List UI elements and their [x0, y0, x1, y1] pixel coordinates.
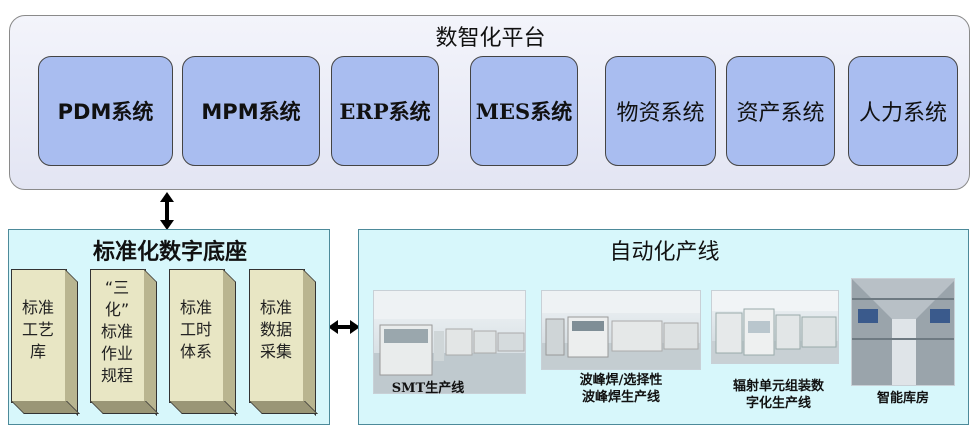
- system-mes: MES系统: [470, 56, 578, 166]
- standard-box-label: 标准 工时 体系: [179, 298, 212, 361]
- standard-box-work-hours: 标准 工时 体系: [169, 269, 238, 417]
- system-assets: 资产系统: [726, 56, 835, 166]
- system-pdm: PDM系统: [38, 56, 173, 166]
- smart-warehouse-caption: 智能库房: [876, 391, 929, 406]
- system-erp: ERP系统: [331, 56, 439, 166]
- radiation-unit-line-photo: [711, 290, 839, 364]
- digital-platform-panel: 数智化平台 PDM系统 MPM系统 ERP系统 MES系统 物资系统 资产系统 …: [9, 15, 970, 190]
- standard-box-label: “三 化” 标准 作业 规程: [100, 278, 133, 385]
- radiation-unit-line-caption: 辐射单元组装数 字化生产线: [732, 379, 824, 411]
- production-lines-panel: 自动化产线 SMT生产线 波峰焊/选择性 波峰焊生产线: [358, 229, 969, 425]
- platform-title: 数智化平台: [435, 26, 546, 51]
- production-lines-title: 自动化产线: [609, 240, 720, 265]
- standard-box-operating-procedures: “三 化” 标准 作业 规程: [90, 269, 159, 417]
- system-materials: 物资系统: [605, 56, 716, 166]
- smart-warehouse-photo: [851, 278, 955, 386]
- smt-line-caption: SMT生产线: [391, 381, 465, 396]
- digital-base-panel: 标准化数字底座 标准 工艺 库 “三 化” 标准 作业 规程 标准 工时 体系 …: [8, 229, 330, 425]
- system-hr: 人力系统: [848, 56, 958, 166]
- wave-soldering-line-photo: [541, 290, 701, 370]
- standard-box-process-library: 标准 工艺 库: [11, 269, 80, 417]
- system-mpm: MPM系统: [182, 56, 320, 166]
- standard-box-data-collection: 标准 数据 采集: [249, 269, 318, 417]
- vertical-double-arrow: [160, 192, 174, 230]
- horizontal-double-arrow: [328, 320, 360, 334]
- wave-soldering-line-caption: 波峰焊/选择性 波峰焊生产线: [579, 373, 663, 405]
- digital-base-title: 标准化数字底座: [92, 240, 247, 265]
- standard-box-label: 标准 数据 采集: [259, 298, 292, 361]
- standard-box-label: 标准 工艺 库: [21, 298, 54, 361]
- smt-line-photo: [373, 290, 526, 394]
